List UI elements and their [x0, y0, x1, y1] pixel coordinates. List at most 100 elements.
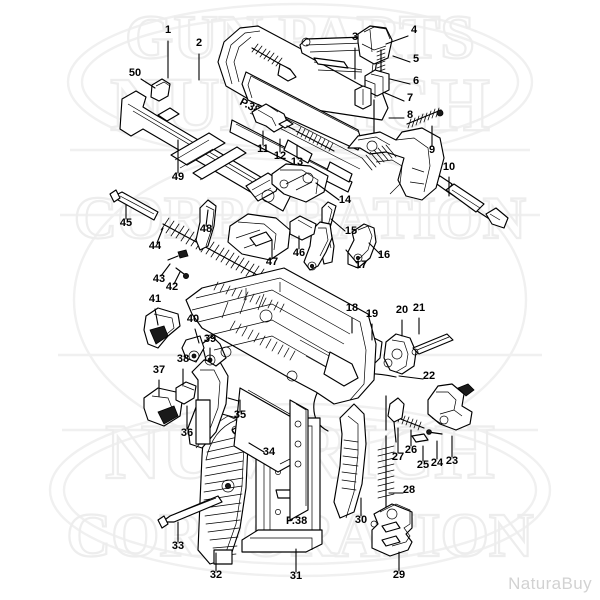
callout-number-36: 36: [181, 427, 193, 439]
callout-4: 4: [385, 24, 418, 45]
callout-2: 2: [196, 37, 202, 81]
part-frame-receiver: [185, 267, 377, 521]
callout-43: 43: [153, 263, 171, 285]
callout-11: 11: [257, 130, 269, 155]
callout-41: 41: [149, 293, 161, 326]
callout-leader-48: [205, 209, 209, 227]
callout-number-33: 33: [172, 540, 184, 552]
callout-number-24: 24: [431, 457, 444, 469]
callout-number-23: 23: [446, 455, 458, 467]
callout-34: 34: [248, 442, 276, 458]
callout-number-19: 19: [366, 308, 378, 320]
callout-16: 16: [368, 242, 390, 261]
callout-number-3: 3: [352, 31, 358, 43]
part-33-grip-screw: [157, 495, 223, 529]
callout-leader-22: [398, 375, 424, 380]
part-50-front-sight: [150, 78, 171, 102]
part-29-magazine-catch: [370, 503, 413, 557]
part-4-firing-pin: [357, 25, 393, 65]
callout-number-44: 44: [149, 240, 162, 252]
callout-50: 50: [129, 67, 156, 89]
callout-number-8: 8: [407, 109, 413, 121]
callout-leader-14: [315, 182, 340, 201]
callout-44: 44: [149, 227, 164, 252]
part-36-trigger: [187, 359, 229, 449]
part-23-sear-block: [427, 383, 475, 431]
callout-number-46: 46: [293, 247, 305, 259]
callout-3: 3: [352, 31, 358, 80]
part-25-plunger: [411, 433, 429, 443]
part-24-pin: [426, 429, 443, 435]
callout-30: 30: [355, 497, 367, 526]
callout-number-40: 40: [187, 313, 199, 325]
callout-14: 14: [315, 182, 352, 206]
callout-27: 27: [392, 427, 404, 463]
callout-leader-5: [392, 55, 411, 63]
callout-leader-4: [385, 35, 409, 45]
callout-number-37: 37: [153, 364, 165, 376]
part-28-mainspring: [377, 395, 395, 509]
part-47-locking-carrier: [227, 213, 291, 261]
callout-28: 28: [388, 484, 415, 496]
callout-29: 29: [393, 551, 405, 581]
callout-leader-43: [160, 263, 171, 277]
callout-leader-50: [140, 78, 156, 89]
callout-number-10: 10: [443, 161, 455, 173]
callout-number-12: 12: [274, 150, 286, 162]
callout-number-35: 35: [234, 409, 246, 421]
callout-number-1: 1: [165, 24, 171, 36]
callout-number-6: 6: [413, 75, 419, 87]
callout-number-4: 4: [411, 24, 418, 36]
callout-leader-41: [154, 308, 159, 326]
callout-21: 21: [413, 302, 425, 335]
callout-42: 42: [166, 271, 181, 293]
callout-17: 17: [345, 249, 367, 271]
callout-20: 20: [396, 304, 408, 337]
callout-number-45: 45: [120, 217, 132, 229]
callout-33: 33: [172, 521, 184, 552]
callout-leader-17: [345, 249, 358, 264]
callout-number-5: 5: [413, 53, 419, 65]
part-37-trigger-bar: [143, 387, 183, 427]
callout-46: 46: [293, 235, 305, 259]
callout-number-17: 17: [355, 259, 367, 271]
callout-number-42: 42: [166, 281, 178, 293]
part-16-hammer: [347, 223, 377, 269]
callout-31: 31: [290, 548, 302, 582]
callout-number-39: 39: [204, 333, 216, 345]
callout-number-20: 20: [396, 304, 408, 316]
callout-leader-7: [382, 91, 405, 102]
callout-number-32: 32: [210, 569, 222, 581]
callout-12: 12: [274, 138, 286, 162]
callout-number-16: 16: [378, 249, 390, 261]
callout-number-47: 47: [266, 256, 278, 268]
part-30-backstrap: [333, 403, 367, 519]
callout-number-21: 21: [413, 302, 425, 314]
part-20-safety-lever: [383, 333, 417, 375]
part-43-pin: [167, 249, 189, 261]
callout-45: 45: [120, 204, 132, 229]
callout-1: 1: [165, 24, 171, 79]
callout-26: 26: [405, 429, 417, 456]
callout-number-29: 29: [393, 569, 405, 581]
callout-leader-6: [389, 78, 411, 85]
callout-leader-44: [156, 227, 164, 244]
callout-leader-42: [173, 271, 181, 285]
callout-number-41: 41: [149, 293, 161, 305]
callout-number-49: 49: [172, 171, 184, 183]
callout-leader-16: [368, 242, 381, 255]
callout-leader-15: [330, 218, 346, 232]
callout-number-15: 15: [345, 225, 357, 237]
part-39-lever: [201, 335, 227, 367]
callout-leader-34: [248, 442, 265, 453]
callout-number-18: 18: [346, 302, 358, 314]
callout-number-2: 2: [196, 37, 202, 49]
callout-number-38: 38: [177, 353, 189, 365]
callout-10: 10: [443, 161, 455, 197]
callout-number-9: 9: [429, 144, 435, 156]
part-12-plunger: [278, 119, 296, 131]
callout-leader-40: [194, 328, 200, 344]
